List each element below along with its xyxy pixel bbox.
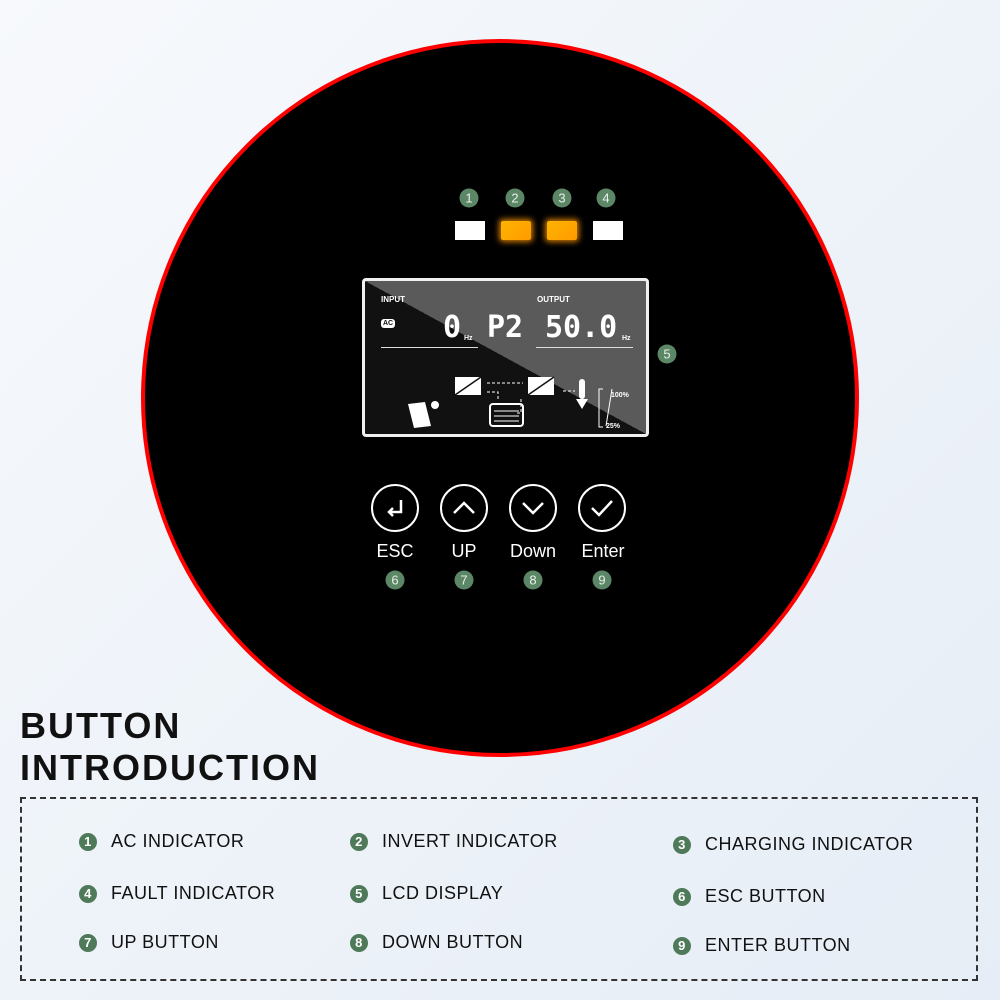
enter-button[interactable] <box>578 484 626 532</box>
input-unit: Hz <box>464 335 473 342</box>
solar-panel-icon <box>408 401 439 428</box>
output-inverter-icon <box>527 376 555 396</box>
output-frequency: 50.0 <box>545 310 618 345</box>
legend-box <box>20 797 978 981</box>
load-min-label: 25% <box>606 423 621 430</box>
esc-button[interactable] <box>371 484 419 532</box>
ac-indicator-led <box>455 221 485 240</box>
indicator-number-2: 2 <box>505 188 525 208</box>
mode-display: P2 <box>487 310 524 345</box>
down-button[interactable] <box>509 484 557 532</box>
button-number-7: 7 <box>454 570 474 590</box>
chevron-down-icon <box>522 502 544 515</box>
input-frequency: 0 <box>443 310 462 345</box>
indicator-number-4: 4 <box>596 188 616 208</box>
lcd-display: INPUT OUTPUT AC 0 Hz P2 50.0 Hz 100% 25% <box>362 278 649 437</box>
down-label: Down <box>509 541 557 561</box>
button-number-8: 8 <box>523 570 543 590</box>
chevron-up-icon <box>453 501 475 514</box>
output-divider <box>536 347 633 348</box>
input-divider <box>381 347 478 348</box>
fault-indicator-led <box>593 221 623 240</box>
enter-return-icon <box>387 500 403 517</box>
charging-indicator-led <box>547 221 577 240</box>
bulb-icon <box>576 379 588 409</box>
inverter-icon <box>454 376 482 396</box>
battery-icon <box>489 403 524 427</box>
lcd-number-5: 5 <box>657 344 677 364</box>
title-line-1: BUTTON <box>20 705 182 746</box>
load-max-label: 100% <box>611 392 629 399</box>
lcd-flow-diagram <box>408 376 613 428</box>
indicator-number-3: 3 <box>552 188 572 208</box>
indicator-number-1: 1 <box>459 188 479 208</box>
button-number-6: 6 <box>385 570 405 590</box>
output-label: OUTPUT <box>537 295 570 304</box>
button-number-9: 9 <box>592 570 612 590</box>
up-label: UP <box>451 541 477 561</box>
input-label: INPUT <box>381 295 405 304</box>
up-button[interactable] <box>440 484 488 532</box>
enter-label: Enter <box>581 541 625 561</box>
ac-badge: AC <box>381 319 396 328</box>
invert-indicator-led <box>501 221 531 240</box>
esc-label: ESC <box>376 541 414 561</box>
checkmark-icon <box>591 500 613 517</box>
output-unit: Hz <box>622 335 631 342</box>
title-line-2: INTRODUCTION <box>20 747 320 788</box>
